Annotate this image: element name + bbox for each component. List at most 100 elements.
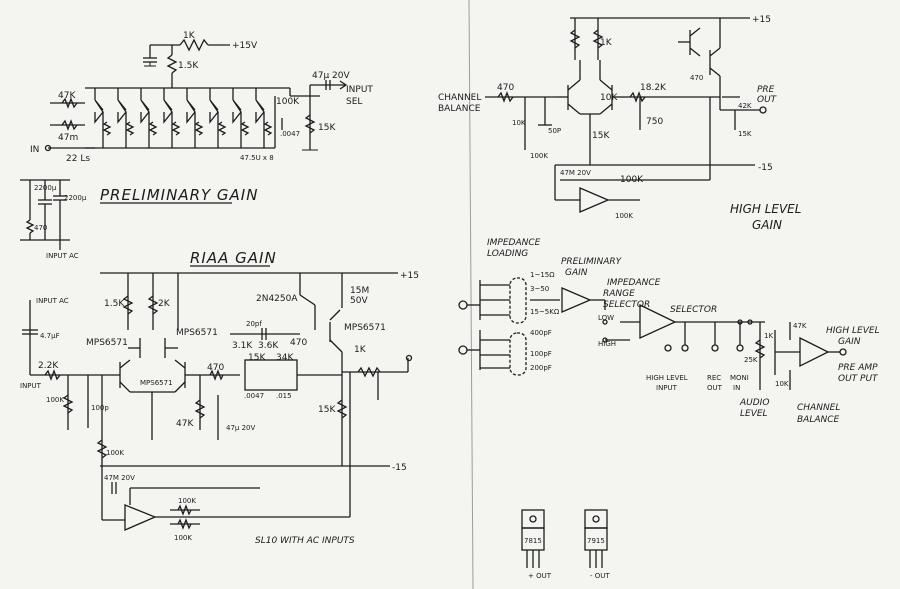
label-bd-25k: 25K (744, 356, 758, 364)
label-3-1k: 3.1K (232, 341, 253, 351)
label-transistor-note: 47.5U x 8 (240, 154, 274, 162)
label-high: HIGH (598, 340, 616, 348)
title-high-level-gain-line2: GAIN (752, 218, 782, 232)
label-preamp-out-2: OUT PUT (838, 374, 879, 384)
label-rec-out-2: OUT (707, 384, 723, 392)
label-100k: 100K (276, 97, 300, 107)
label-hl-10k-b: 10K (512, 119, 526, 127)
label-750: 750 (646, 117, 663, 127)
label-rec-out-1: REC (707, 374, 721, 382)
label-hl-100k: 100K (530, 152, 548, 160)
label-4-7uf: 4.7μF (40, 332, 60, 340)
label-q3: MPS6571 (140, 379, 173, 387)
label-riaa-100k-b: 100K (106, 449, 124, 457)
label-riaa-100k: 100K (46, 396, 64, 404)
label-400pf: 400pF (530, 329, 552, 337)
label-1-15: 1~15Ω (530, 271, 555, 279)
label-470: 470 (34, 224, 47, 232)
label-input-sel-1: INPUT (346, 85, 373, 95)
transistor-stage (140, 88, 158, 148)
riaa-gain-circuit (22, 272, 413, 531)
label-3-50: 3~50 (530, 285, 549, 293)
page-fold (468, 0, 474, 589)
title-high-level-gain-line1: HIGH LEVEL (730, 202, 801, 216)
footer-note: SL10 WITH AC INPUTS (255, 536, 355, 546)
label-impedance-loading-1: IMPEDANCE (487, 238, 541, 248)
label-200pf: 200pF (530, 364, 552, 372)
high-level-gain-circuit (485, 17, 767, 213)
transistor-stage (94, 88, 112, 148)
label-hl-100k-b: 100K (620, 175, 644, 185)
label-34k: 34K (276, 353, 294, 363)
label-hl-15k-b: 15K (738, 130, 752, 138)
label-hl-1k: 1K (600, 38, 613, 48)
regulator-7915 (584, 509, 608, 568)
label-1-5k: 1.5K (178, 61, 199, 71)
label-hl-47m: 47M 20V (560, 169, 591, 177)
label-bd-hl-gain-1: HIGH LEVEL (826, 326, 880, 336)
regulator-7815 (521, 509, 545, 568)
label-hl-15k: 15K (592, 131, 610, 141)
label-audio-level-2: LEVEL (740, 409, 768, 419)
label-range-selector-1: IMPEDANCE (607, 278, 661, 288)
label-audio-level-1: AUDIO (739, 398, 769, 408)
label-channel-balance-2: BALANCE (438, 104, 481, 114)
label-1k: 1K (183, 31, 196, 41)
label-3-6k: 3.6K (258, 341, 279, 351)
label-riaa-2k: 2K (158, 299, 171, 309)
label-hl-100k-c: 100K (615, 212, 633, 220)
title-riaa-gain: RIAA GAIN (190, 249, 277, 267)
label-hl-plus15: +15 (752, 15, 771, 25)
label-riaa-1k: 1K (354, 345, 367, 355)
label-supply-15v: +15V (232, 41, 258, 51)
label-47k: 47K (58, 91, 76, 101)
label-pre-out-1: PRE (757, 85, 775, 95)
label-2n4250a: 2N4250A (256, 294, 298, 304)
label-bd-47k: 47K (793, 322, 807, 330)
label-riaa-1-5k: 1.5K (104, 299, 125, 309)
label-riaa-47u: 47μ 20V (226, 424, 255, 432)
label-2200-b: 2200μ (64, 194, 87, 202)
label-bd-channel-balance-1: CHANNEL (797, 403, 840, 413)
label-riaa-100k-c: 100K (178, 497, 196, 505)
transistor-stage (186, 88, 204, 148)
label-50v: 50V (350, 296, 368, 306)
label-q1: MPS6571 (86, 338, 128, 348)
label-15m: 15M (350, 286, 369, 296)
label-prelim-gain-1: PRELIMINARY (561, 257, 623, 267)
label-47u-20v: 47μ 20V (312, 71, 350, 81)
label-selector: SELECTOR (670, 305, 717, 315)
label-bd-10k: 10K (775, 380, 789, 388)
label-input-sel-2: SEL (346, 97, 362, 107)
label-hl-minus15: -15 (758, 163, 773, 173)
label-q2: MPS6571 (176, 328, 218, 338)
label-hl-42k: 42K (738, 102, 752, 110)
label-low: LOW (598, 314, 614, 322)
label-15-5k: 15~5KΩ (530, 308, 560, 316)
label-100pf: 100pF (530, 350, 552, 358)
label-2200-a: 2200μ (34, 184, 57, 192)
label-mon-in-1: MONI (730, 374, 749, 382)
label-mon-in-2: IN (733, 384, 740, 392)
label-prelim-gain-2: GAIN (565, 268, 588, 278)
label-riaa-input-ac: INPUT AC (36, 297, 69, 305)
transistor-stage (255, 88, 273, 148)
label-riaa-15k: 15K (248, 353, 266, 363)
label-out-neg: - OUT (590, 572, 610, 580)
label-hl-input-2: INPUT (656, 384, 678, 392)
label-0047: .0047 (280, 130, 300, 138)
transistor-stage (117, 88, 135, 148)
label-7915: 7915 (587, 537, 605, 545)
label-hl-470: 470 (497, 83, 514, 93)
title-preliminary-gain: PRELIMINARY GAIN (100, 186, 258, 204)
label-015: .015 (276, 392, 292, 400)
label-riaa-100k-d: 100K (174, 534, 192, 542)
label-preamp-out-1: PRE AMP (838, 363, 878, 373)
label-bd-1k: 1K (764, 332, 773, 340)
label-riaa-plus15: +15 (400, 271, 419, 281)
label-riaa-470b: 470 (207, 363, 224, 373)
label-18-2k: 18.2K (640, 83, 667, 93)
transistor-ladder (94, 88, 273, 148)
